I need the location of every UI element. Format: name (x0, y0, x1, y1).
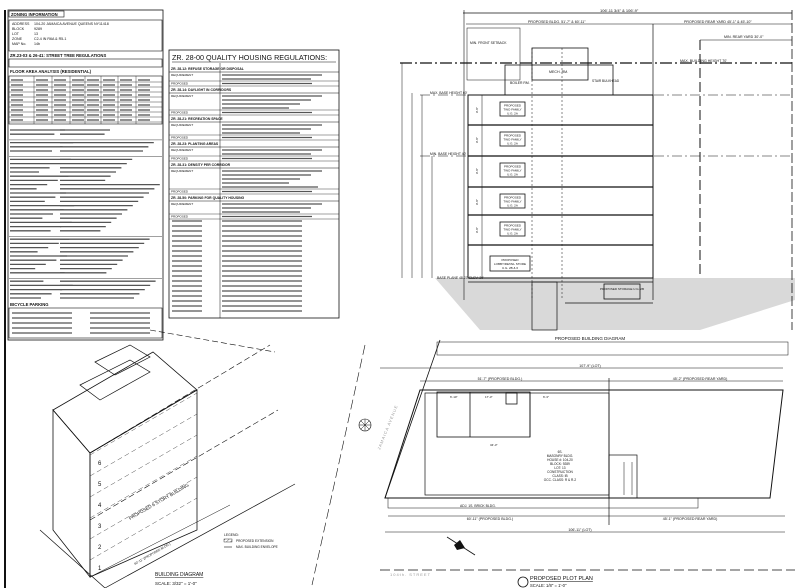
qh-row-label: PROPOSED (171, 82, 189, 86)
zoning-panel: ZONING INFORMATION ADDRESS 104-20 JAMAIC… (5, 10, 163, 588)
tree-icon (359, 419, 371, 431)
ground-unit-label: U.G. 2B & 6 (502, 266, 518, 270)
plot-scale: SCALE: 1/8" = 1'-0" (530, 583, 567, 588)
qh-section-title: ZR. 28-31: DENSITY PER CORRIDOR (171, 163, 231, 167)
front-setback: MIN. FRONT SETBACK (470, 41, 507, 45)
stair-icon (624, 462, 632, 495)
unit-label: U.G. 2A (507, 142, 518, 146)
zoning-title: ZONING INFORMATION (11, 12, 58, 17)
qh-row-label: PROPOSED (171, 190, 189, 194)
far-table (9, 76, 162, 124)
street-name: 104th. STREET (390, 572, 431, 577)
zoning-value: 9289 (34, 27, 42, 31)
qh-section-title: ZR. 28-14: DAYLIGHT IN CORRIDORS (171, 88, 232, 92)
rear-yard-dim: PROPOSED REAR YARD 45'-1" & 45'-10" (684, 20, 752, 24)
lot-bottom-dim: 106'-11" (LOT) (568, 528, 591, 532)
overall-dim: 106'-11 3/4" & 106'-9" (600, 8, 639, 13)
floor-height: 9'-8" (475, 199, 479, 205)
iso-floor-number: 6 (98, 461, 102, 467)
iso-floor-number: 2 (98, 545, 102, 551)
quality-housing-table: ZR. 28-00 QUALITY HOUSING REGULATIONS: Z… (169, 50, 339, 318)
unit-label: U.G. 2A (507, 204, 518, 208)
avenue-name: JAMAICA AVENUE (376, 404, 399, 451)
zoning-label: ADDRESS (12, 22, 30, 26)
north-arrow-icon (447, 537, 475, 555)
section-marker-icon (518, 577, 528, 587)
qh-row-label: REQUIREMENT (171, 123, 193, 127)
qh-row-label: REQUIREMENT (171, 169, 193, 173)
stair-bulkhead: STAIR BULKHEAD (592, 79, 620, 83)
bldg-bottom-dim: 60'-11" (PROPOSED BLDG.) (467, 517, 513, 521)
lot-top-dim: 107'-9" (LOT) (579, 364, 601, 368)
unit-label: U.G. 2A (507, 112, 518, 116)
boiler-room: BOILER RM. (510, 81, 530, 85)
iso-title: BUILDING DIAGRAM (155, 572, 203, 578)
plot-title: PROPOSED PLOT PLAN (530, 576, 593, 582)
max-base-height: MAX. BASE HEIGHT 60' (430, 91, 468, 95)
qh-row-label: REQUIREMENT (171, 94, 193, 98)
interior-dim: 17'-3" (485, 395, 493, 399)
interior-dim: 34'-3" (490, 443, 498, 447)
isometric-building: 123456 PROPOSED 6 STORY BUILDING 60'-11"… (40, 330, 295, 588)
unit-label: U.G. 2A (507, 173, 518, 177)
qh-section-title: ZR. 28-21: RECREATION SPACE (171, 117, 223, 121)
qh-section-title: ZR. 28-12: REFUSE STORAGE OR DISPOSAL (171, 67, 244, 71)
qh-row-label: PROPOSED (171, 215, 189, 219)
building-elevation: 106'-11 3/4" & 106'-9" PROPOSED BLDG. 51… (400, 8, 795, 341)
bldg-dim: PROPOSED BLDG. 51'-7" & 60'-11" (528, 20, 586, 24)
legend-title: LEGEND: (224, 533, 239, 537)
elevation-title: PROPOSED BUILDING DIAGRAM (555, 336, 626, 341)
zoning-rows: ADDRESS 104-20 JAMAICA AVENUE QUEENS NY1… (12, 22, 109, 46)
qh-row-label: PROPOSED (171, 111, 189, 115)
base-plane: BASE PLANE 48.27' ELEV. 20' (437, 276, 484, 280)
quality-housing-title: ZR. 28-00 QUALITY HOUSING REGULATIONS: (172, 53, 327, 62)
qh-row-label: REQUIREMENT (171, 73, 193, 77)
floor-height: 9'-8" (475, 168, 479, 174)
floor-height: 9'-8" (475, 137, 479, 143)
iso-floor-number: 3 (98, 524, 102, 530)
min-rear-yard: MIN. REAR YARD 30'-0" (724, 35, 764, 39)
zoning-label: BLOCK (12, 27, 25, 31)
zoning-value: C2-4 IN R6A & R5-1 (34, 37, 66, 41)
building-info-line: OCC. CLASS: R & R-2 (544, 478, 577, 482)
zoning-label: MAP No. (12, 42, 26, 46)
interior-dim: 6'-10" (450, 395, 458, 399)
zoning-value: 14b (34, 42, 40, 46)
floor-height: 9'-8" (475, 107, 479, 113)
floor-height: 9'-8" (475, 227, 479, 233)
qh-row-label: PROPOSED (171, 136, 189, 140)
rear-top-dim: 45'-2" (PROPOSED REAR YARD) (673, 377, 728, 381)
interior-dim: 6'-3" (543, 395, 549, 399)
iso-floor-number: 4 (98, 503, 102, 509)
qh-section-title: ZR. 28-50: PARKING FOR QUALITY HOUSING (171, 196, 245, 200)
zoning-label: ZONE (12, 37, 23, 41)
street-tree-title: ZR.23-03 & 26-41: STREET TREE REGULATION… (10, 53, 106, 58)
iso-floor-number: 5 (98, 482, 102, 488)
legend-item: PROPOSED EXTENSION (236, 539, 274, 543)
unit-label: U.G. 2A (507, 232, 518, 236)
zoning-value: 13 (34, 32, 38, 36)
bicycle-title: BICYCLE PARKING (10, 302, 49, 307)
qh-row-label: REQUIREMENT (171, 202, 193, 206)
bldg-top-dim: 51'-7" (PROPOSED BLDG.) (478, 377, 523, 381)
far-title: FLOOR AREA ANALYSIS (RESIDENTIAL) (10, 69, 92, 74)
adjacent-bldg: ADJ. 1S. BRICK BLDG. (460, 504, 496, 508)
zoning-label: LOT (12, 32, 20, 36)
legend-item: MAX. BUILDING ENVELOPE (236, 545, 278, 549)
min-base-height: MIN. BASE HEIGHT 40' (430, 152, 467, 156)
legend-hatch-swatch (224, 539, 232, 542)
floor-levels: PROPOSEDTWO FAMILYU.G. 2A9'-8"PROPOSEDTW… (468, 95, 653, 278)
qh-row-label: PROPOSED (171, 157, 189, 161)
qh-row-label: REQUIREMENT (171, 148, 193, 152)
zoning-value: 104-20 JAMAICA AVENUE QUEENS NY11418 (34, 22, 109, 26)
mech-room: MECH. RM. (549, 70, 568, 74)
iso-scale: SCALE: 3/32" = 1'-0" (155, 581, 197, 586)
rear-bottom-dim: 45'-1" (PROPOSED REAR YARD) (663, 517, 718, 521)
plot-plan: 107'-9" (LOT) 51'-7" (PROPOSED BLDG.) 45… (312, 340, 795, 588)
qh-section-title: ZR. 28-23: PLANTING AREAS (171, 142, 219, 146)
iso-building-label: PROPOSED 6 STORY BUILDING (128, 482, 190, 521)
storage-label: PROPOSED STORAGE U.G. 2B (600, 287, 644, 291)
max-building-height: MAX. BUILDING HEIGHT 70' (680, 59, 727, 63)
